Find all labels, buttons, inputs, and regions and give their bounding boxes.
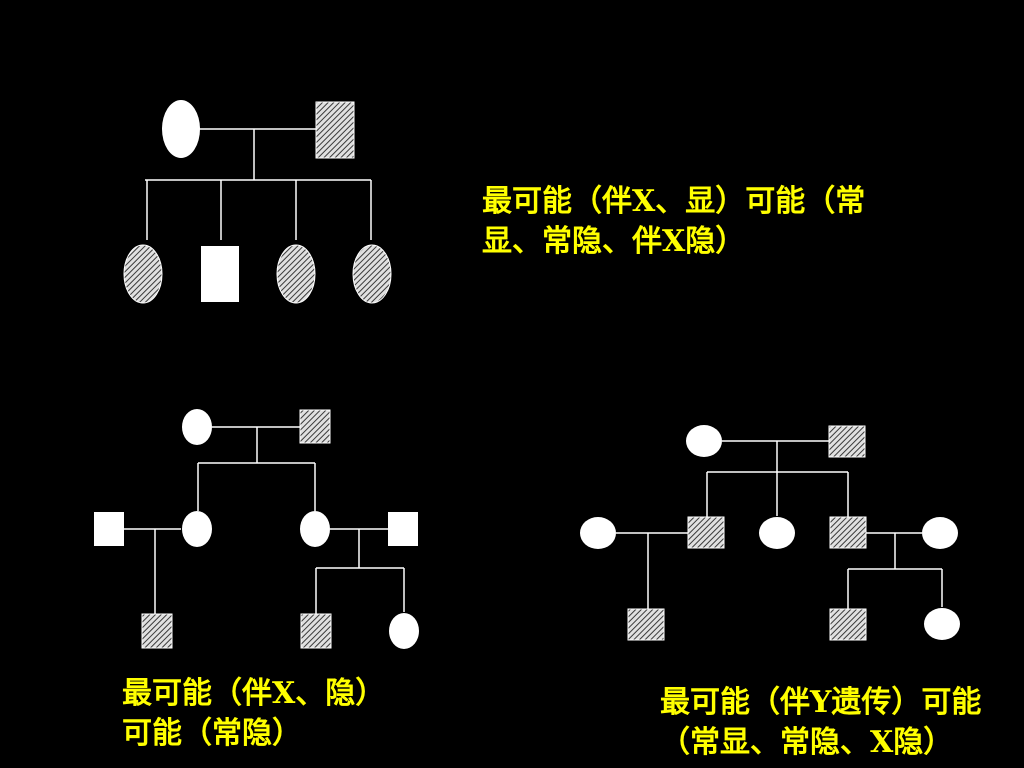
p2-grandfather-affected-male	[299, 409, 331, 444]
p3-grandmother-unaffected-female	[686, 425, 722, 457]
p2-grandson1-affected-male	[141, 613, 173, 649]
p2-granddaughter-unaffected-female	[389, 613, 419, 649]
p3-grandson2-affected-male	[829, 608, 867, 641]
p1-child2-unaffected-male	[201, 246, 239, 302]
pedigree-2-lines	[124, 426, 405, 614]
pedigree-2	[94, 409, 419, 649]
p2-grandmother-unaffected-female	[182, 409, 212, 445]
pedigree-1	[123, 100, 392, 304]
pedigree-2-caption-line2: 可能（常隐）	[122, 716, 302, 751]
p3-wife1-unaffected-female	[580, 517, 616, 549]
pedigree-3-caption-line2: （常显、常隐、X隐）	[660, 725, 954, 760]
p2-grandson2-affected-male	[300, 613, 332, 649]
pedigree-3	[580, 425, 960, 641]
pedigree-1-caption-line2: 显、常隐、伴X隐）	[482, 224, 746, 259]
p1-mother-unaffected-female	[162, 100, 200, 158]
p1-child1-affected-female	[123, 244, 163, 304]
p3-daughter-unaffected-female	[759, 517, 795, 549]
pedigree-1-caption: 最可能（伴X、显）可能（常 显、常隐、伴X隐）	[482, 182, 865, 262]
p2-daughter2-unaffected-female	[300, 511, 330, 547]
p3-grandson1-affected-male	[627, 608, 665, 641]
p2-husband2-unaffected-male	[388, 512, 418, 546]
p2-daughter1-unaffected-female	[182, 511, 212, 547]
pedigree-3-caption: 最可能（伴Y遗传）可能 （常显、常隐、X隐）	[660, 683, 981, 763]
pedigree-3-lines	[616, 440, 943, 609]
p3-granddaughter-unaffected-female	[924, 608, 960, 640]
p3-grandfather-affected-male	[828, 425, 866, 458]
pedigree-1-lines	[145, 128, 372, 240]
pedigree-3-caption-line1: 最可能（伴Y遗传）可能	[660, 685, 982, 720]
p1-father-affected-male	[315, 101, 355, 159]
pedigree-2-caption: 最可能（伴X、隐） 可能（常隐）	[122, 674, 385, 754]
p3-wife2-unaffected-female	[922, 517, 958, 549]
pedigree-2-caption-line1: 最可能（伴X、隐）	[122, 676, 386, 711]
p3-son1-affected-male	[687, 516, 725, 549]
p1-child4-affected-female	[352, 244, 392, 304]
p2-husband-unaffected-male	[94, 512, 124, 546]
pedigree-1-caption-line1: 最可能（伴X、显）可能（常	[482, 184, 866, 219]
p3-son2-affected-male	[829, 516, 867, 549]
p1-child3-affected-female	[276, 244, 316, 304]
